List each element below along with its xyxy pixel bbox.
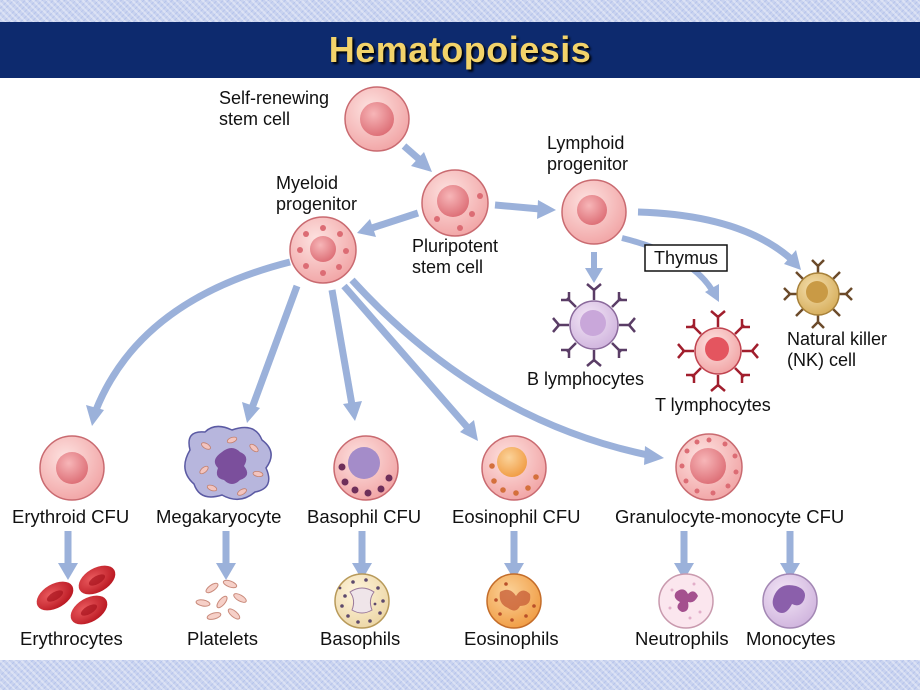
myeloid-progenitor <box>289 216 357 284</box>
t-lymphocyte <box>677 310 759 392</box>
arrow-megakaryocyte-down <box>216 531 236 580</box>
labels: Self-renewing stem cell Pluripotent stem… <box>12 88 887 649</box>
lymphoid-label-line1: Lymphoid <box>547 133 624 153</box>
nk-label-line1: Natural killer <box>787 329 887 349</box>
eosinophil-cfu-label: Eosinophil CFU <box>452 506 581 527</box>
platelets <box>195 579 247 620</box>
slide-title: Hematopoiesis <box>328 29 592 70</box>
basophils-label: Basophils <box>320 628 400 649</box>
arrow-erythroid-down <box>58 531 78 580</box>
platelets-label: Platelets <box>187 628 258 649</box>
erythroid-cfu-label: Erythroid CFU <box>12 506 129 527</box>
arrow-pluripotent-to-lymphoid <box>494 200 556 219</box>
basophil-cfu-label: Basophil CFU <box>307 506 421 527</box>
arrow-basophil-down <box>352 531 372 580</box>
self-renewing-stem-cell <box>344 86 410 152</box>
eosinophil-cfu-cell <box>481 435 547 501</box>
arrow-pluripotent-to-myeloid <box>357 209 420 237</box>
arrow-myeloid-to-gm <box>349 277 664 465</box>
basophil-cfu-cell <box>333 435 399 501</box>
erythroid-cfu-cell <box>39 435 105 501</box>
eosinophil-cell <box>486 573 542 629</box>
neutrophils-label: Neutrophils <box>635 628 729 649</box>
arrow-eosinophil-down <box>504 531 524 580</box>
arrow-lymphoid-to-nk <box>637 208 801 270</box>
thymus-label: Thymus <box>654 248 718 268</box>
title-band: Hematopoiesis <box>0 22 920 78</box>
megakaryocyte-label: Megakaryocyte <box>156 506 281 527</box>
b-lymphocytes-label: B lymphocytes <box>527 369 644 389</box>
self-renewing-label-line1: Self-renewing <box>219 88 329 108</box>
basophil-cell <box>334 573 390 629</box>
erythrocytes <box>36 565 116 625</box>
arrow-lymphoid-to-b <box>585 252 603 283</box>
arrow-myeloid-to-erythroid <box>86 258 291 426</box>
pluripotent-stem-cell <box>421 169 489 237</box>
arrow-gm-to-monocytes <box>780 531 800 580</box>
b-lymphocyte <box>552 283 636 367</box>
eosinophils-label: Eosinophils <box>464 628 559 649</box>
megakaryocyte-cell <box>184 425 272 501</box>
arrow-myeloid-to-basophil <box>328 289 362 421</box>
myeloid-label-line2: progenitor <box>276 194 357 214</box>
pluripotent-label-line2: stem cell <box>412 257 483 277</box>
neutrophil-cell <box>658 573 714 629</box>
nk-label-line2: (NK) cell <box>787 350 856 370</box>
thymus-box: Thymus <box>644 244 728 272</box>
monocytes-label: Monocytes <box>746 628 835 649</box>
myeloid-label-line1: Myeloid <box>276 173 338 193</box>
arrow-myeloid-to-eosinophil <box>341 283 478 441</box>
erythrocytes-label: Erythrocytes <box>20 628 123 649</box>
granulocyte-monocyte-cfu-cell <box>675 433 743 501</box>
arrows <box>58 143 801 580</box>
monocyte-cell <box>762 573 818 629</box>
arrow-myeloid-to-megakaryocyte <box>242 284 301 423</box>
pluripotent-label-line1: Pluripotent <box>412 236 498 256</box>
gm-cfu-label: Granulocyte-monocyte CFU <box>615 506 844 527</box>
t-lymphocytes-label: T lymphocytes <box>655 395 771 415</box>
self-renewing-label-line2: stem cell <box>219 109 290 129</box>
arrow-self-to-pluripotent <box>401 143 432 172</box>
natural-killer-cell <box>783 259 853 329</box>
lymphoid-progenitor <box>561 179 627 245</box>
lymphoid-label-line2: progenitor <box>547 154 628 174</box>
arrow-gm-to-neutrophils <box>674 531 694 580</box>
